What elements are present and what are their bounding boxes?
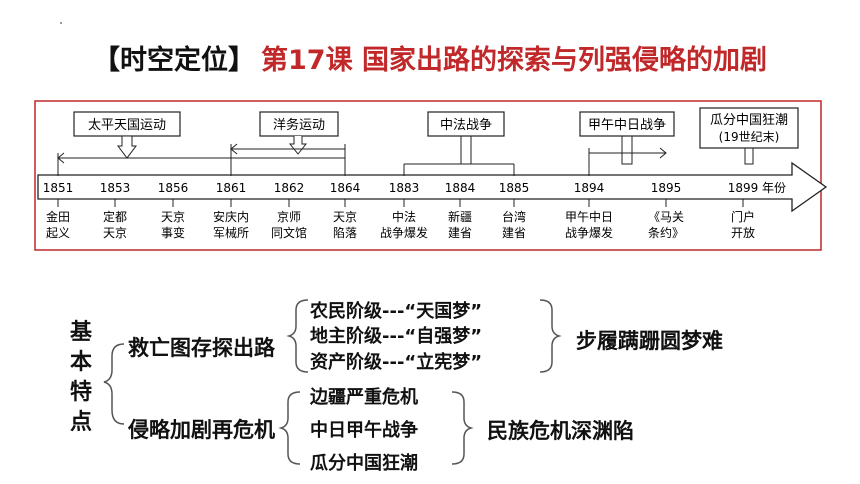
year-label: 1894	[574, 181, 605, 195]
period-label-jiawu: 甲午中日战争	[588, 118, 666, 133]
vertical-char: 特	[69, 380, 92, 405]
branch1-conclusion: 步履蹒跚圆梦难	[576, 329, 723, 353]
event-label: 起义	[46, 226, 70, 240]
brace-branch2-right	[451, 391, 474, 465]
branch2-item: 中日甲午战争	[310, 420, 418, 441]
year-label: 1884	[445, 181, 476, 195]
event-label: 同文馆	[271, 225, 307, 240]
year-label: 1862	[274, 181, 305, 195]
event-label: 天京	[161, 210, 185, 224]
branch2-item: 瓜分中国狂潮	[310, 453, 418, 474]
period-box-zhongfa	[427, 111, 505, 137]
branch1-item: 农民阶级---“天国梦”	[310, 301, 483, 322]
title-bracket-tag: 【时空定位】	[93, 45, 255, 76]
event-label: 建省	[448, 226, 472, 240]
vertical-char: 基	[69, 320, 92, 345]
event-label: 军械所	[213, 225, 249, 240]
page-title: 【时空定位】第17课 国家出路的探索与列强侵略的加剧	[0, 38, 860, 77]
branch1-item: 地主阶级---“自强梦”	[310, 326, 483, 347]
period-label-taiping: 太平天国运动	[88, 118, 166, 133]
vertical-char: 本	[69, 350, 92, 375]
event-label: 门户	[731, 209, 755, 224]
year-label: 1895	[651, 181, 682, 195]
period-sub-guafen: (19世纪末)	[719, 130, 780, 144]
period-pointer-guafen	[744, 148, 754, 165]
corner-dot	[60, 22, 62, 24]
period-label-guafen: 瓜分中国狂潮	[710, 113, 788, 128]
year-label: 1853	[100, 181, 131, 195]
branch2-label: 侵略加剧再危机	[128, 418, 275, 442]
vertical-label: 基 本 特 点	[68, 318, 94, 438]
range-jiawu-end	[659, 147, 667, 159]
year-label: 1883	[389, 181, 420, 195]
year-label: 1856	[158, 181, 189, 195]
event-label: 中法	[392, 209, 416, 224]
brace-branch1	[286, 299, 309, 373]
axis-unit-label: 年份	[762, 181, 786, 195]
event-label: 定都	[103, 209, 127, 224]
year-label: 1861	[216, 181, 247, 195]
vertical-char: 点	[69, 410, 92, 435]
period-label-zhongfa: 中法战争	[440, 118, 492, 133]
period-box-yangwu	[259, 111, 339, 137]
period-label-yangwu: 洋务运动	[273, 117, 325, 133]
event-label: 新疆	[448, 209, 472, 224]
event-label: 安庆内	[213, 209, 249, 224]
period-box-guafen	[699, 107, 799, 149]
lesson-title: 第17课 国家出路的探索与列强侵略的加剧	[261, 45, 767, 76]
timeline-axis-arrow	[37, 161, 828, 213]
event-label: 开放	[731, 225, 755, 240]
main-brace	[103, 343, 125, 425]
event-label: 事变	[161, 225, 185, 240]
period-box-jiawu	[579, 111, 675, 137]
period-pointer-yangwu	[288, 136, 308, 155]
branch2-conclusion: 民族危机深渊陷	[487, 419, 634, 443]
brace-branch2	[278, 391, 301, 465]
event-label: 天京	[103, 226, 127, 240]
year-label: 1885	[499, 181, 530, 195]
event-label: 京师	[277, 210, 301, 224]
branch2-item: 边疆严重危机	[310, 387, 418, 408]
year-label: 1851	[43, 181, 74, 195]
event-label: 台湾	[502, 209, 526, 224]
brace-branch1-right	[539, 299, 562, 373]
event-label: 陷落	[333, 225, 357, 240]
branch1-item: 资产阶级---“立宪梦”	[310, 352, 483, 373]
branch1-label: 救亡图存探出路	[128, 336, 275, 360]
period-pointer-jiawu	[621, 136, 633, 165]
year-label: 1899	[728, 181, 759, 195]
event-label: 条约》	[648, 225, 684, 240]
event-label: 金田	[46, 209, 70, 224]
event-label: 《马关	[648, 210, 684, 224]
event-label: 战争爆发	[380, 225, 428, 240]
year-label: 1864	[330, 181, 361, 195]
event-label: 建省	[502, 226, 526, 240]
event-label: 甲午中日	[565, 209, 613, 224]
event-label: 战争爆发	[565, 225, 613, 240]
event-label: 天京	[333, 210, 357, 224]
